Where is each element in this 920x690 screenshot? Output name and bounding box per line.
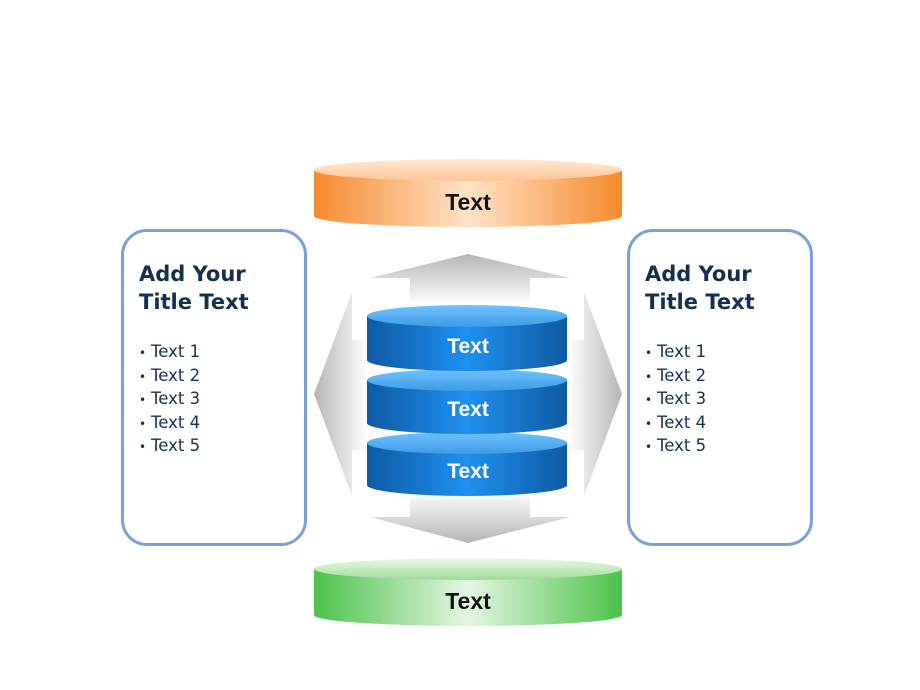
bottom-cylinder: Text <box>314 558 622 626</box>
list-item: • Text 4 <box>645 412 810 436</box>
list-item-label: Text 4 <box>657 412 707 432</box>
right-arrow <box>568 292 622 496</box>
list-item-label: Text 5 <box>151 436 201 455</box>
top-cylinder-label: Text <box>445 189 491 215</box>
list-item-label: Text 2 <box>657 365 707 385</box>
stack-cylinder-1-label: Text <box>447 335 489 358</box>
left-panel-title: Add Your Title Text <box>139 262 249 314</box>
list-item-label: Text 1 <box>657 342 707 361</box>
bullet-icon: • <box>645 346 653 360</box>
left-panel-list: • Text 1 • Text 2 • Text 3 • Text 4 • Text 5 <box>139 341 304 459</box>
stack-cylinder-2-label: Text <box>447 398 489 421</box>
right-panel-list: • Text 1 • Text 2 • Text 3 • Text 4 • Text 5 <box>645 341 810 459</box>
list-item-label: Text 4 <box>151 412 201 432</box>
left-arrow <box>314 292 368 496</box>
bullet-icon: • <box>645 393 653 407</box>
list-item: • Text 3 <box>139 388 304 412</box>
bullet-icon: • <box>139 416 147 431</box>
bullet-icon: • <box>139 369 147 384</box>
left-panel: Add Your Title Text • Text 1 • Text 2 • Tex… <box>121 229 307 546</box>
top-cylinder: Text <box>314 159 622 227</box>
list-item: • Text 2 <box>139 365 304 389</box>
right-panel-title: Add Your Title Text <box>645 262 755 314</box>
list-item-label: Text 3 <box>151 389 201 408</box>
list-item-label: Text 2 <box>151 365 201 385</box>
right-panel: Add Your Title Text • Text 1 • Text 2 • Tex… <box>627 229 813 546</box>
down-arrow <box>370 492 570 543</box>
list-item: • Text 3 <box>645 388 810 412</box>
list-item: • Text 1 <box>139 341 304 365</box>
list-item-label: Text 5 <box>657 436 707 455</box>
list-item: • Text 5 <box>645 435 810 459</box>
stack-cylinder-3-label: Text <box>447 460 489 483</box>
bullet-icon: • <box>139 393 147 407</box>
list-item: • Text 2 <box>645 365 810 389</box>
stack-cylinder-1: Text <box>367 305 567 371</box>
list-item: • Text 4 <box>139 412 304 436</box>
list-item-label: Text 1 <box>151 342 201 361</box>
list-item-label: Text 3 <box>657 389 707 408</box>
up-arrow <box>370 254 570 305</box>
bullet-icon: • <box>645 369 653 384</box>
bullet-icon: • <box>645 440 653 454</box>
bottom-cylinder-label: Text <box>445 588 491 614</box>
stack-cylinder-3: Text <box>367 432 567 496</box>
list-item: • Text 1 <box>645 341 810 365</box>
stack-cylinder-2: Text <box>367 369 567 434</box>
bullet-icon: • <box>139 346 147 360</box>
bullet-icon: • <box>645 416 653 431</box>
list-item: • Text 5 <box>139 435 304 459</box>
bullet-icon: • <box>139 440 147 454</box>
